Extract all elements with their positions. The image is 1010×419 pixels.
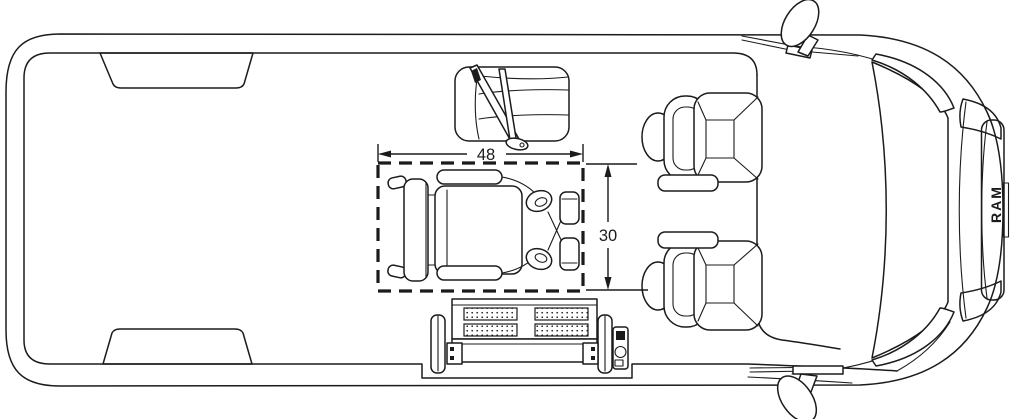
- dimension-depth: 30: [586, 163, 648, 291]
- seat-cushion-inset: [705, 119, 735, 159]
- dim-width-arrow-right: [570, 150, 583, 158]
- seat-armrest: [657, 174, 719, 192]
- bench-seam-3: [478, 114, 569, 120]
- seat-cushion-perspective: [697, 96, 759, 180]
- dim-depth-arrow-up: [604, 164, 612, 177]
- wheelchair-push-handle-top: [387, 175, 407, 190]
- driver-seat: [641, 231, 763, 331]
- seat-belt-anchor: [471, 68, 481, 83]
- lift-bracket-left-bolt-2: [450, 356, 454, 360]
- mirror-mount-bottom: [792, 365, 844, 375]
- lift-bracket-right-bolt-2: [591, 356, 595, 360]
- seat-cushion: [693, 92, 763, 183]
- wheelchair-lift-folded: [430, 298, 629, 374]
- body-outer-silhouette: [5, 33, 1004, 387]
- dimension-width: 48: [377, 144, 584, 164]
- mirror-arm-line-2: [741, 39, 791, 51]
- lift-bracket-right: [582, 342, 599, 365]
- lift-bracket-left-bolt-1: [450, 347, 454, 351]
- dim-depth-arrow-down: [604, 277, 612, 290]
- mirror-arm-line-3: [811, 51, 859, 57]
- front-end: RAM: [871, 53, 1010, 367]
- side-mirror-bottom: [749, 365, 844, 419]
- lift-pendant-button: [614, 345, 627, 359]
- dim-depth-label: 30: [599, 227, 617, 245]
- lift-lower-rail: [451, 338, 598, 363]
- wheelchair-caster-top-hub: [534, 197, 548, 207]
- lift-pendant-switch: [616, 331, 625, 340]
- headlight-top: [959, 98, 1002, 140]
- wheelchair-caster-top: [525, 189, 553, 213]
- rear-wheel-well-top: [99, 52, 254, 89]
- wiper-bottom: [871, 307, 955, 367]
- wheelchair: [387, 169, 580, 282]
- dim-width-label: 48: [477, 146, 495, 164]
- lift-bracket-right-bolt-1: [591, 347, 595, 351]
- lift-tread-plate-2: [534, 307, 589, 321]
- cowl-line: [958, 101, 967, 319]
- wheelchair-armrest-top: [436, 169, 503, 185]
- wheelchair-caster-bottom-hub: [534, 253, 548, 263]
- dim-width-arrow-left: [378, 150, 391, 158]
- wiper-top: [871, 53, 955, 113]
- lift-pendant-lower-switch: [614, 359, 624, 367]
- mirror-head-top: [780, 0, 820, 48]
- seat-belt-buckle-button: [519, 142, 525, 148]
- headlight-bottom: [959, 280, 1002, 322]
- cab-partition-line: [756, 74, 841, 350]
- mirror-head-bottom: [776, 375, 818, 419]
- wheelchair-front-frame: [501, 176, 564, 274]
- lift-tread-plate-4: [534, 323, 589, 337]
- wheelchair-backrest: [403, 178, 429, 282]
- wheelchair-seat-cushion: [434, 185, 523, 275]
- bench-seam-1: [479, 75, 569, 80]
- grille-badge-text: RAM: [988, 185, 1004, 223]
- dim-depth-extension-lines: [586, 163, 648, 291]
- front-license-bracket: [1002, 182, 1010, 238]
- wheelchair-footplate-top: [559, 191, 580, 225]
- rear-wheel-well-bottom: [102, 328, 253, 365]
- lift-tread-plate-3: [463, 323, 518, 337]
- wheelchair-caster-bottom: [525, 247, 553, 271]
- wheelchair-footplate-bottom: [559, 237, 580, 271]
- lift-bracket-left: [446, 342, 463, 365]
- wheelchair-armrest-bottom: [436, 265, 503, 281]
- side-mirror-top: [741, 0, 859, 59]
- hood-edge-line: [981, 121, 988, 299]
- lift-tread-plate-1: [463, 307, 518, 321]
- dim-width-extension-ticks: [377, 144, 584, 162]
- front-seats: [641, 92, 763, 331]
- passenger-seat: [641, 92, 763, 192]
- rear-bench-seat: [454, 64, 570, 151]
